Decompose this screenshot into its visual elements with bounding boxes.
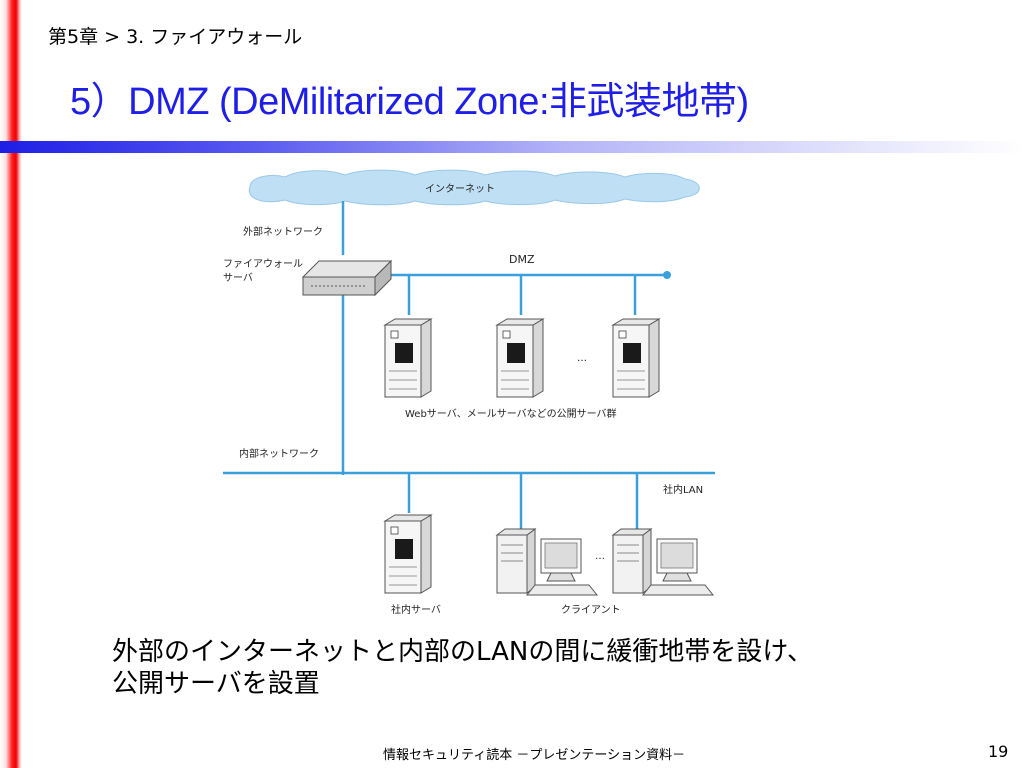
internet-cloud bbox=[248, 169, 700, 206]
left-accent-bar bbox=[0, 0, 22, 768]
firewall-label-line2: サーバ bbox=[223, 272, 253, 284]
client-ellipsis: … bbox=[595, 551, 605, 562]
internal-server-label: 社内サーバ bbox=[391, 603, 441, 616]
client-pc-1 bbox=[496, 528, 598, 596]
client-pc-2 bbox=[612, 528, 714, 596]
dmz-server-3 bbox=[612, 318, 660, 398]
dmz-server-1 bbox=[384, 318, 432, 398]
slide-body-text: 外部のインターネットと内部のLANの間に緩衝地帯を設け、 公開サーバを設置 bbox=[112, 636, 813, 700]
public-servers-label: Webサーバ、メールサーバなどの公開サーバ群 bbox=[405, 407, 617, 420]
internal-network-label: 内部ネットワーク bbox=[239, 447, 319, 460]
title-underline-rule bbox=[0, 141, 1024, 153]
network-lines bbox=[223, 201, 715, 529]
dmz-line-end-dot bbox=[663, 271, 671, 279]
dmz-network-diagram: インターネット 外部ネットワーク ファイアウォール サーバ 内部ネットワーク D… bbox=[223, 169, 715, 616]
slide-title: 5）DMZ (DeMilitarized Zone:非武装地帯) bbox=[70, 81, 749, 123]
dmz-label: DMZ bbox=[509, 253, 535, 266]
external-network-label: 外部ネットワーク bbox=[243, 225, 323, 238]
firewall-appliance bbox=[301, 259, 393, 297]
page-number: 19 bbox=[988, 742, 1009, 761]
breadcrumb: 第5章 > 3. ファイアウォール bbox=[48, 26, 303, 48]
dmz-server-2 bbox=[496, 318, 544, 398]
firewall-label-line1: ファイアウォール bbox=[223, 258, 303, 270]
body-line-2: 公開サーバを設置 bbox=[112, 669, 320, 699]
internet-label: インターネット bbox=[425, 183, 495, 195]
internal-server bbox=[384, 514, 432, 594]
dmz-ellipsis: … bbox=[577, 353, 587, 364]
body-line-1: 外部のインターネットと内部のLANの間に緩衝地帯を設け、 bbox=[112, 637, 814, 667]
lan-label: 社内LAN bbox=[663, 483, 703, 496]
clients-label: クライアント bbox=[561, 604, 621, 616]
footer-text: 情報セキュリティ読本 －プレゼンテーション資料－ bbox=[383, 748, 686, 763]
